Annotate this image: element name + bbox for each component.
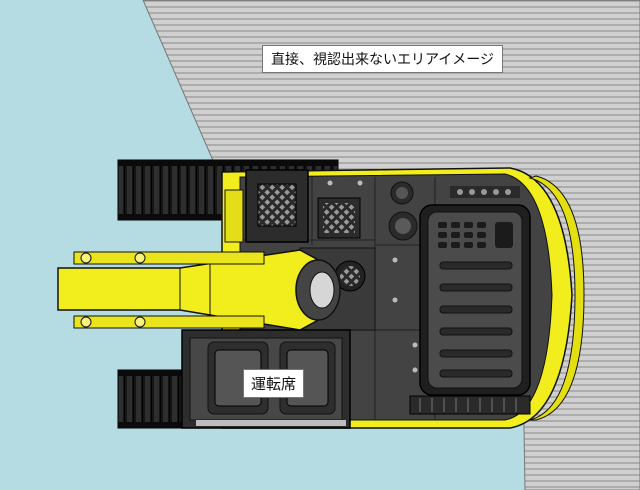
boom-arm: [57, 249, 323, 331]
air-filter-box: [245, 169, 309, 243]
bottom-vent: [409, 395, 531, 415]
track-frame: [224, 189, 244, 243]
fuel-cap: [390, 181, 414, 205]
counterweight: [528, 175, 585, 421]
hood-louvres: [439, 261, 513, 378]
vent-grille: [317, 197, 361, 239]
invisible-area-label: 直接、視認出来ないエリアイメージ: [262, 45, 504, 73]
control-strip: [450, 186, 520, 198]
hydraulic-cap: [388, 211, 418, 241]
boom-cylinder: [295, 259, 341, 321]
engine-hood: [419, 204, 531, 396]
hood-vent-grid: [438, 222, 513, 248]
operator-cab-label: 運転席: [243, 369, 305, 398]
